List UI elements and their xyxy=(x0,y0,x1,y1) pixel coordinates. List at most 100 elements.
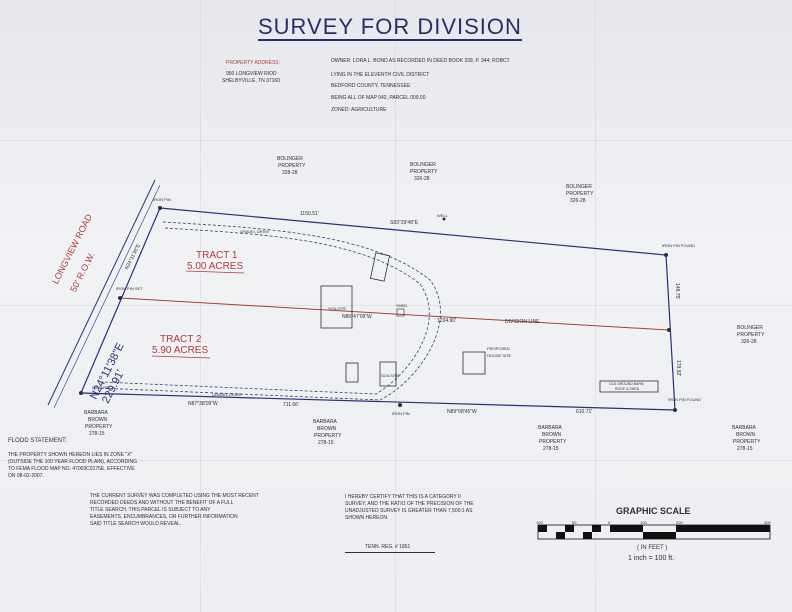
scale-bar-segment xyxy=(592,525,601,532)
gravel-drive xyxy=(101,227,430,395)
call-bearing: S83°29'48"E xyxy=(390,220,419,226)
scale-tick-label: 0 xyxy=(608,520,611,525)
road-edge-line xyxy=(47,179,156,406)
scale-bar-segment xyxy=(676,525,770,532)
property-address-heading: PROPERTY ADDRESS: xyxy=(226,60,280,66)
house-site-label: SOILSITE xyxy=(328,306,347,311)
scale-bar-segment xyxy=(565,525,574,532)
iron-pin-marker xyxy=(664,253,668,257)
neighbor-label: BROWN xyxy=(317,426,337,432)
neighbor-label: BOLINGER xyxy=(566,184,592,190)
scale-tick-label: 50 xyxy=(572,520,577,525)
survey-note-line: EASEMENTS, ENCUMBRANCES, OR FURTHER INFO… xyxy=(90,514,238,520)
paper-fold xyxy=(0,460,792,461)
page-title: SURVEY FOR DIVISION xyxy=(258,14,522,39)
neighbor-label: PROPERTY xyxy=(733,439,761,445)
neighbor-label: 278-15 xyxy=(737,446,753,452)
neighbor-label: 278-15 xyxy=(543,446,559,452)
iron-pin-marker xyxy=(79,391,83,395)
neighbor-label: 328-28 xyxy=(282,170,298,176)
owner-line: BEDFORD COUNTY, TENNESSEE xyxy=(331,83,411,89)
division-line xyxy=(119,297,670,331)
neighbor-label: BOLINGER xyxy=(277,156,303,162)
call-distance: 610.71' xyxy=(576,409,593,415)
flood-line: ON 08-02-2007. xyxy=(8,473,44,479)
certification-line: UNADJUSTED SURVEY IS GREATER THAN 7,500:… xyxy=(345,508,473,514)
scale-bar-segment xyxy=(538,525,547,532)
survey-note-line: SAID TITLE SEARCH WOULD REVEAL. xyxy=(90,521,182,527)
gravel-drive xyxy=(97,221,441,401)
scale-unit: ( IN FEET ) xyxy=(637,545,668,551)
neighbor-label: 326-28 xyxy=(414,176,430,182)
property-address-line: 950 LONGVIEW RIOD xyxy=(226,71,277,77)
call-distance: 1150.51' xyxy=(300,211,319,217)
proposed-house-label: PROPOSED HOUSE SITE xyxy=(487,346,512,358)
neighbor-label: PROPERTY xyxy=(278,163,306,169)
paper-fold xyxy=(0,140,792,141)
gravel-drive-label: GRAVEL DRIVE xyxy=(212,392,242,397)
flood-heading: FLOOD STATEMENT: xyxy=(8,438,67,444)
iron-pin-label: IRON PIN xyxy=(392,411,410,416)
house-site-label: SOILSITE xyxy=(381,373,400,378)
paper-fold xyxy=(200,0,201,612)
tract-2-label: TRACT 2 xyxy=(160,334,202,345)
call-bearing: N86°47'09"W xyxy=(342,314,372,320)
owner-line: OWNER: LORA L. BOND AS RECORDED IN DEED … xyxy=(331,58,511,64)
neighbor-label: PROPERTY xyxy=(566,191,594,197)
outbuilding xyxy=(379,361,397,387)
scale-tick-label: 100 xyxy=(536,520,543,525)
neighbor-label: BARBARA xyxy=(313,419,337,425)
owner-line: BEING ALL OF MAP 042, PARCEL 009.00 xyxy=(331,95,426,101)
neighbor-label: BARBARA xyxy=(732,425,756,431)
iron-pin-label: IRON PIN xyxy=(153,197,171,202)
scale-bar-segment xyxy=(556,532,565,539)
neighbor-label: BARBARA xyxy=(538,425,562,431)
call-distance: 1234.90' xyxy=(437,318,457,324)
neighbor-label: PROPERTY xyxy=(314,433,342,439)
division-label: DIVISION LINE xyxy=(505,319,540,325)
neighbor-label: PROPERTY xyxy=(539,439,567,445)
neighbor-label: PROPERTY xyxy=(85,424,113,430)
tract-1-area: 5.00 ACRES xyxy=(187,261,244,272)
well-marker xyxy=(442,217,446,221)
neighbor-label: BARBARA xyxy=(84,410,108,416)
shed-box xyxy=(396,308,405,317)
iron-pin-label: IRON PIN FOUND xyxy=(662,243,696,248)
scale-bar-segment xyxy=(583,532,592,539)
barn-label: OLD GROUND BARN xyxy=(609,382,644,386)
proposed-house-box xyxy=(462,351,486,375)
survey-note-line: TITLE SEARCH. THIS PARCEL IS SUBJECT TO … xyxy=(90,507,211,513)
tract-underline xyxy=(185,270,245,274)
iron-pin-marker xyxy=(673,408,677,412)
certification-line: SHOWN HEREON. xyxy=(345,515,389,521)
scale-tick-label: 200 xyxy=(676,520,683,525)
survey-note-line: THE CURRENT SURVEY WAS COMPLETED USING T… xyxy=(90,493,259,499)
road-edge-line xyxy=(53,184,161,409)
scale-ratio: 1 inch = 100 ft. xyxy=(628,555,675,562)
house-footprint xyxy=(320,285,353,329)
flood-line: (OUTSIDE THE 100 YEAR FLOOD PLAIN), ACCO… xyxy=(8,459,138,465)
signature-line xyxy=(345,552,435,553)
neighbor-label: BROWN xyxy=(736,432,756,438)
iron-pin-marker xyxy=(118,296,122,300)
scale-bar-segment xyxy=(643,532,676,539)
paper-fold xyxy=(595,0,596,612)
call-bearing: N89°08'45"W xyxy=(447,409,477,415)
neighbor-label: BOLINGER xyxy=(410,162,436,168)
tract-underline xyxy=(151,355,211,359)
paper-fold xyxy=(395,0,396,612)
certification-line: I HEREBY CERTIFY THAT THIS IS A CATEGORY… xyxy=(345,494,461,500)
scale-tick-label: 400 xyxy=(764,520,771,525)
iron-pin-label: IRON PIN xyxy=(92,385,110,390)
scale-tick-label: 100 xyxy=(640,520,647,525)
neighbor-label: PROPERTY xyxy=(410,169,438,175)
survey-note-line: RECORDED DEEDS AND WITHOUT THE BENEFIT O… xyxy=(90,500,234,506)
neighbor-label: BOLINGER xyxy=(737,325,763,331)
neighbor-label: 326-28 xyxy=(570,198,586,204)
call-bearing: N87°38'09"W xyxy=(188,401,218,407)
owner-line: LYING IN THE ELEVENTH CIVIL DISTRICT xyxy=(331,72,430,78)
shed-label: SHED xyxy=(396,303,408,308)
iron-pin-marker xyxy=(398,403,402,407)
